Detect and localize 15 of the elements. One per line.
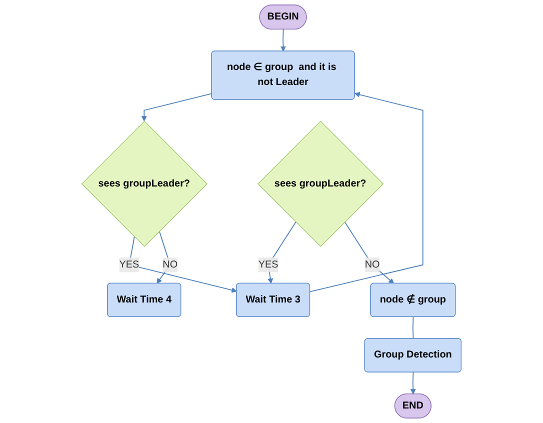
arrow — [141, 93, 212, 122]
arrow — [344, 222, 394, 284]
edge-label: NO — [364, 259, 380, 270]
arrow — [310, 92, 424, 292]
arrow — [280, 29, 286, 52]
arrow — [410, 372, 416, 394]
arrow — [128, 236, 237, 293]
edge-label: YES — [258, 259, 278, 270]
node-diamond: sees groupLeader? — [81, 120, 208, 247]
arrow — [156, 230, 171, 284]
arrow — [268, 222, 296, 284]
edge-label: YES — [119, 259, 140, 270]
edge-label: NO — [162, 259, 178, 270]
connector — [412, 316, 414, 340]
node-diamond: sees groupLeader? — [258, 120, 384, 247]
